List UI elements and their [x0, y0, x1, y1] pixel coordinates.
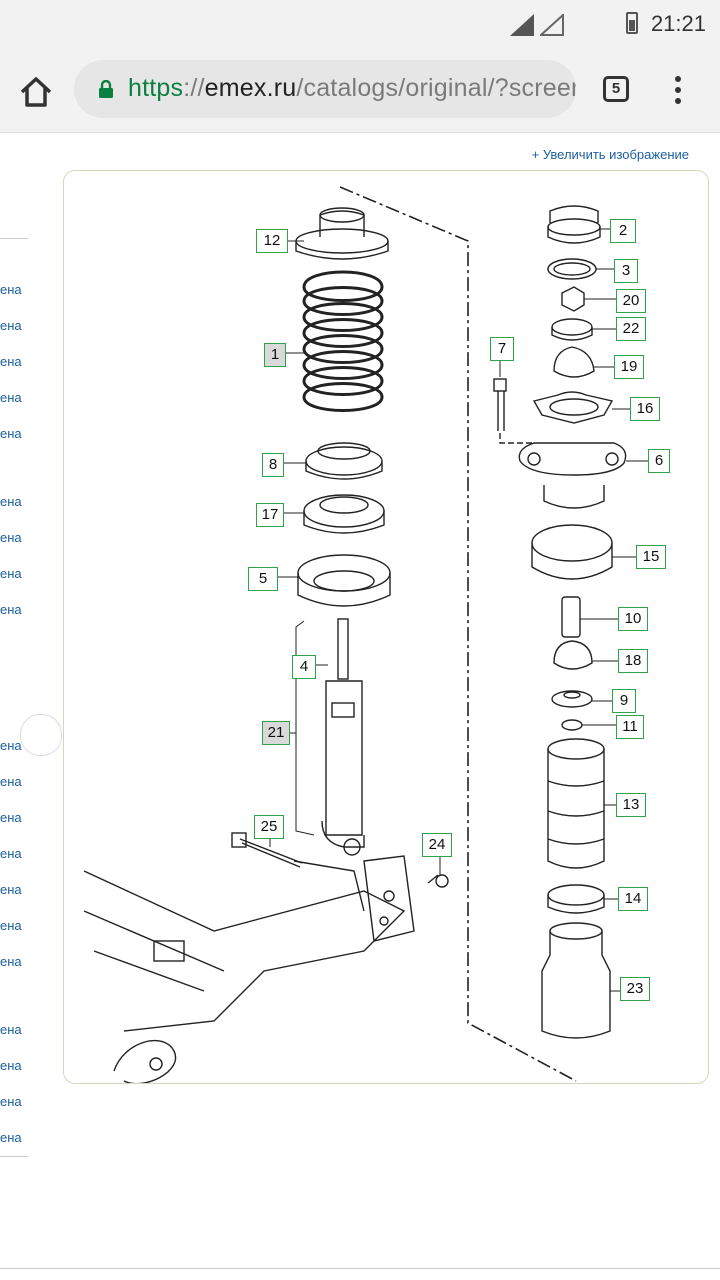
part-label-3[interactable]: 3	[614, 259, 638, 283]
bolt-part-25	[231, 832, 303, 868]
signal-outline-icon	[540, 14, 564, 36]
enlarge-image-link[interactable]: + Увеличить изображение	[531, 147, 689, 162]
bolt-part-7	[493, 378, 507, 431]
part-label-6[interactable]: 6	[648, 449, 670, 473]
signal-icon	[510, 14, 534, 36]
washer-part-11	[561, 719, 583, 731]
part-label-23[interactable]: 23	[620, 977, 650, 1001]
sidebar-item[interactable]: ена	[0, 318, 22, 333]
sidebar-divider	[0, 1156, 28, 1157]
rear-axle-part	[83, 855, 415, 1083]
spring-seat-part	[297, 554, 391, 607]
part-label-16[interactable]: 16	[630, 397, 660, 421]
strut-mount-part-6	[518, 442, 627, 509]
sidebar-item[interactable]: ена	[0, 1130, 22, 1145]
bump-stop-part-13	[547, 738, 605, 869]
sidebar-item[interactable]: ена	[0, 1022, 22, 1037]
part-label-18[interactable]: 18	[618, 649, 648, 673]
sidebar-item[interactable]: ена	[0, 426, 22, 441]
ring-part-17	[303, 494, 385, 534]
sleeve-part-10	[561, 596, 581, 638]
watermark-logo	[20, 714, 62, 756]
part-label-5[interactable]: 5	[248, 567, 278, 591]
sidebar-divider	[0, 238, 28, 239]
part-label-2[interactable]: 2	[610, 219, 636, 243]
parts-sidebar: ена ена ена ена ена ена ена ена ена ена ена ена ена е…	[0, 170, 30, 1170]
nut-part-24	[427, 874, 449, 888]
leader-lines	[269, 228, 648, 992]
part-label-14[interactable]: 14	[618, 887, 648, 911]
part-label-12[interactable]: 12	[256, 229, 288, 253]
page-bottom-divider	[0, 1268, 720, 1269]
part-label-24[interactable]: 24	[422, 833, 452, 857]
part-label-9[interactable]: 9	[612, 689, 636, 713]
sidebar-item[interactable]: ена	[0, 530, 22, 545]
washer-part-22	[551, 318, 593, 341]
diagram-drawing	[83, 186, 648, 1083]
ring-part-14	[547, 884, 605, 914]
ring-part-8	[305, 442, 383, 480]
status-time: 21:21	[650, 11, 706, 36]
part-label-19[interactable]: 19	[614, 355, 644, 379]
sidebar-item[interactable]: ена	[0, 1094, 22, 1109]
sidebar-item[interactable]: ена	[0, 494, 22, 509]
part-label-4[interactable]: 4	[292, 655, 316, 679]
battery-icon	[626, 12, 638, 34]
sidebar-item[interactable]: ена	[0, 810, 22, 825]
sidebar-item[interactable]: ена	[0, 566, 22, 581]
part-label-11[interactable]: 11	[616, 715, 644, 739]
part-label-1[interactable]: 1	[264, 343, 286, 367]
washer-part-9	[551, 690, 593, 708]
tab-switcher-button[interactable]: 5	[603, 76, 629, 102]
address-bar[interactable]: https://emex.ru/catalogs/original/?scree…	[74, 60, 576, 118]
status-bar: 21:21	[0, 0, 720, 48]
bump-stop-part-18	[553, 640, 593, 670]
part-label-10[interactable]: 10	[618, 607, 648, 631]
part-label-7[interactable]: 7	[490, 337, 514, 361]
part-label-13[interactable]: 13	[616, 793, 646, 817]
sidebar-item[interactable]: ена	[0, 738, 22, 753]
part-label-21[interactable]: 21	[262, 721, 290, 745]
washer-part-3	[547, 258, 597, 280]
top-nut-part	[547, 205, 601, 244]
sidebar-item[interactable]: ена	[0, 918, 22, 933]
sidebar-item[interactable]: ена	[0, 954, 22, 969]
sidebar-item[interactable]: ена	[0, 774, 22, 789]
sidebar-item[interactable]: ена	[0, 282, 22, 297]
part-label-20[interactable]: 20	[616, 289, 646, 313]
sidebar-item[interactable]: ена	[0, 1058, 22, 1073]
sidebar-item[interactable]: ена	[0, 846, 22, 861]
sidebar-item[interactable]: ена	[0, 602, 22, 617]
dust-boot-part-23	[541, 922, 611, 1039]
shock-absorber-part	[321, 618, 365, 856]
part-label-22[interactable]: 22	[616, 317, 646, 341]
home-icon[interactable]	[18, 74, 54, 110]
nut-part-20	[561, 286, 585, 312]
browser-toolbar: https://emex.ru/catalogs/original/?scree…	[0, 48, 720, 133]
part-label-25[interactable]: 25	[254, 815, 284, 839]
part-label-15[interactable]: 15	[636, 545, 666, 569]
lock-icon	[99, 80, 113, 98]
overflow-menu-icon[interactable]	[670, 76, 686, 106]
mount-part-15	[531, 524, 613, 580]
url-text[interactable]: https://emex.ru/catalogs/original/?scree…	[128, 74, 576, 102]
part-label-8[interactable]: 8	[262, 453, 284, 477]
sidebar-item[interactable]: ена	[0, 882, 22, 897]
sidebar-item[interactable]: ена	[0, 354, 22, 369]
bump-stop-part-19	[553, 346, 595, 378]
top-cap-part	[295, 207, 389, 260]
gasket-part-16	[532, 391, 614, 424]
sidebar-item[interactable]: ена	[0, 390, 22, 405]
part-label-17[interactable]: 17	[256, 503, 284, 527]
coil-spring-part	[302, 270, 384, 412]
